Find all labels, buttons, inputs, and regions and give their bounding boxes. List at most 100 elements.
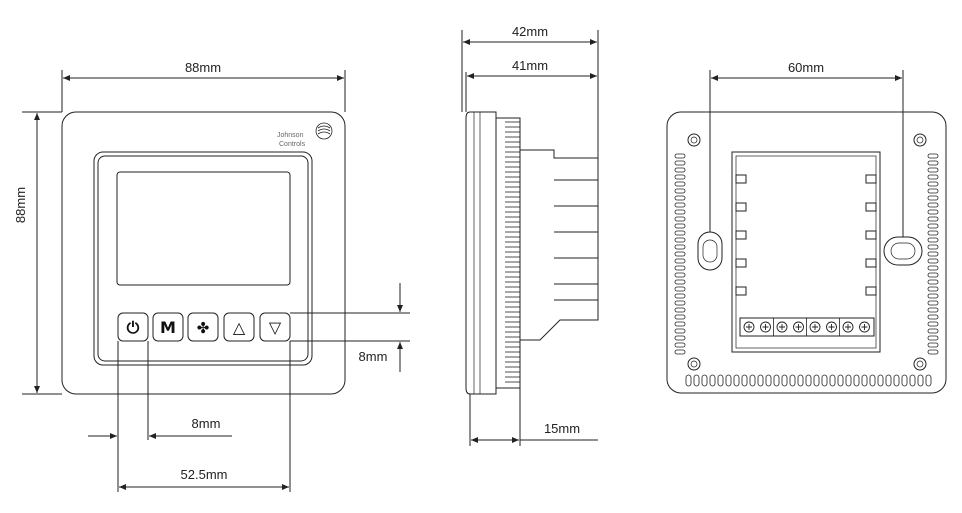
dim-side-total-label: 42mm — [512, 24, 548, 39]
back-vents-bottom — [685, 374, 932, 387]
vent-slot — [674, 188, 686, 194]
brand-logo-icon — [315, 122, 333, 140]
vent-slot — [927, 202, 939, 208]
brand-line2: Controls — [279, 141, 306, 148]
vent-slot — [674, 209, 686, 215]
vent-slot — [927, 328, 939, 334]
dim-button-height-label: 8mm — [359, 349, 388, 364]
vent-slot — [927, 188, 939, 194]
vent-slot — [927, 174, 939, 180]
vent-slot — [927, 314, 939, 320]
vent-slot — [927, 237, 939, 243]
vent-slot — [893, 374, 900, 387]
screw-slot — [746, 324, 752, 330]
vent-slot — [797, 374, 804, 387]
lcd-screen — [116, 171, 291, 286]
terminal-screw — [776, 321, 788, 333]
vent-slot — [773, 374, 780, 387]
terminal-screw — [793, 321, 804, 333]
back-plate — [666, 111, 947, 394]
vent-slot — [765, 374, 772, 387]
dim-side-body: 41mm — [465, 58, 597, 112]
vent-slot — [674, 286, 686, 292]
terminal-screw — [760, 321, 771, 333]
vent-slot — [927, 279, 939, 285]
back-vents-right — [927, 153, 939, 355]
dim-back-holes: 60mm — [709, 60, 904, 237]
vent-slot — [674, 195, 686, 201]
vent-slot — [927, 251, 939, 257]
down-button[interactable] — [259, 312, 291, 342]
vent-slot — [674, 321, 686, 327]
front-outer-plate — [61, 111, 346, 395]
dim-button-width: 8mm — [88, 341, 232, 492]
front-bezel-inner — [97, 155, 309, 362]
vent-slot — [693, 374, 700, 387]
vent-slot — [927, 209, 939, 215]
vent-slot — [927, 349, 939, 355]
dim-button-width-label: 8mm — [192, 416, 221, 431]
vent-slot — [674, 265, 686, 271]
dim-side-plate-label: 15mm — [544, 421, 580, 436]
mode-icon: M — [160, 318, 176, 337]
back-housing — [731, 151, 881, 353]
vent-slot — [674, 174, 686, 180]
dim-front-height: 88mm — [13, 111, 62, 395]
vent-slot — [925, 374, 932, 387]
terminal-screw — [743, 321, 755, 333]
screw-slot — [779, 324, 785, 330]
vent-slot — [909, 374, 916, 387]
vent-slot — [781, 374, 788, 387]
up-button[interactable] — [223, 312, 255, 342]
vent-slot — [757, 374, 764, 387]
up-triangle-icon: △ — [233, 318, 246, 337]
front-view: Johnson Controls ⏻ M ✤ △ ▽ 88mm — [13, 60, 410, 492]
terminal-screw — [859, 321, 870, 333]
vent-slot — [821, 374, 828, 387]
vent-slot — [674, 349, 686, 355]
vent-slot — [837, 374, 844, 387]
dim-side-total: 42mm — [461, 24, 599, 158]
vent-slot — [674, 181, 686, 187]
vent-slot — [674, 293, 686, 299]
side-body — [519, 149, 599, 341]
fan-button[interactable] — [187, 312, 219, 342]
vent-slot — [674, 300, 686, 306]
vent-slot — [927, 321, 939, 327]
vent-slot — [674, 216, 686, 222]
back-view: 60mm — [666, 60, 947, 394]
dim-button-span-label: 52.5mm — [181, 467, 228, 482]
vent-slot — [927, 342, 939, 348]
vent-slot — [674, 328, 686, 334]
vent-slot — [674, 342, 686, 348]
dim-front-height-label: 88mm — [13, 187, 28, 223]
vent-slot — [869, 374, 876, 387]
terminal-screw — [809, 321, 821, 333]
vent-slot — [927, 216, 939, 222]
vent-slot — [917, 374, 924, 387]
side-front-plate — [465, 111, 497, 395]
brand-line1: Johnson — [277, 132, 304, 139]
vent-slot — [789, 374, 796, 387]
vent-slot — [701, 374, 708, 387]
dim-back-holes-label: 60mm — [788, 60, 824, 75]
vent-slot — [674, 335, 686, 341]
screw-slot — [828, 324, 835, 330]
power-button[interactable] — [117, 312, 149, 342]
vent-slot — [674, 251, 686, 257]
side-view: 42mm 41mm 15mm — [461, 24, 599, 446]
back-corner-holes — [687, 133, 927, 371]
dim-button-height: 8mm — [290, 283, 410, 372]
side-ribbed-section — [495, 117, 521, 389]
vent-slot — [674, 202, 686, 208]
vent-slot — [927, 293, 939, 299]
vent-slot — [853, 374, 860, 387]
mode-button[interactable] — [152, 312, 184, 342]
front-bezel-outer — [93, 151, 313, 366]
vent-slot — [725, 374, 732, 387]
terminal-screws — [743, 318, 870, 336]
vent-slot — [861, 374, 868, 387]
vent-slot — [927, 258, 939, 264]
vent-slot — [674, 153, 686, 159]
